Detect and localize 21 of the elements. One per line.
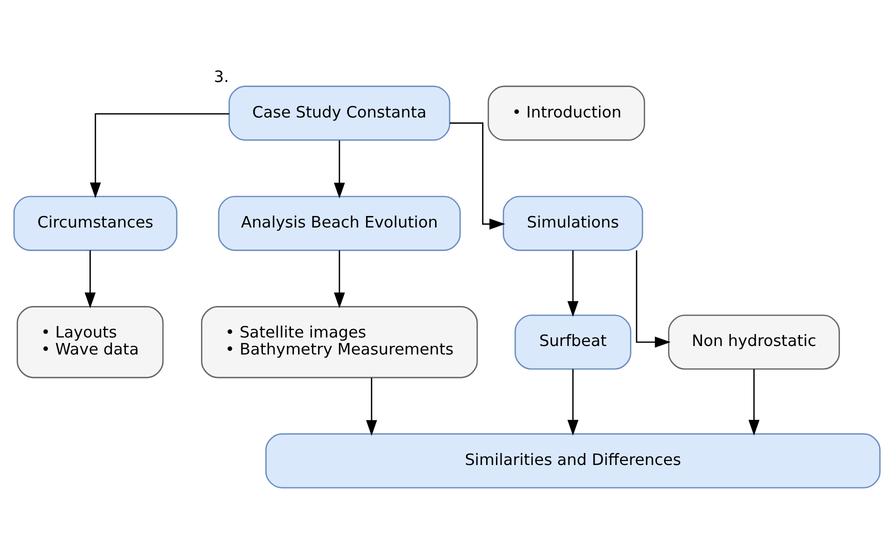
node-box: • Satellite images • Bathymetry Measurements (201, 306, 478, 378)
node-box: Similarities and Differences (265, 433, 881, 488)
node-box: Surfbeat (514, 314, 632, 370)
arrow (450, 122, 506, 230)
node-box: Analysis Beach Evolution (218, 196, 461, 251)
arrow (366, 378, 378, 436)
arrow (334, 140, 345, 198)
arrow (84, 250, 96, 308)
node-box: • Introduction (488, 86, 646, 141)
node-box: Case Study Constanta (228, 86, 450, 141)
node-box: Circumstances (13, 196, 178, 251)
node-box: • Layouts • Wave data (16, 306, 164, 378)
arrow (567, 369, 578, 436)
arrow (748, 369, 760, 436)
arrow (334, 250, 345, 308)
node-box: Non hydrostatic (668, 314, 840, 370)
arrow (90, 113, 230, 198)
arrow (636, 250, 671, 348)
arrow (567, 250, 578, 317)
node-label: 3. (214, 66, 229, 86)
node-box: Simulations (502, 196, 644, 251)
